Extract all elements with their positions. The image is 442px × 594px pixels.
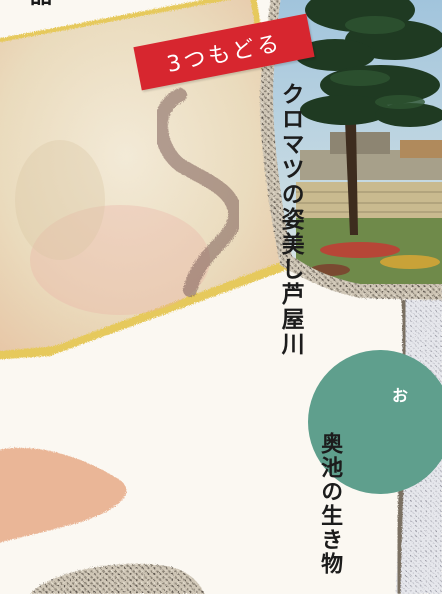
caption-okuike: 奥池の生き物 <box>317 432 344 576</box>
hotspot-o-label[interactable]: お <box>392 386 409 405</box>
pine-tree-photo <box>260 0 442 300</box>
pond-circle[interactable] <box>308 350 442 494</box>
caption-kuromatsu: クロマツの姿美し芦屋川 <box>277 82 305 357</box>
gravel-edge <box>30 563 205 594</box>
parchment-map <box>0 0 300 360</box>
corner-glyph: 品 <box>30 0 52 8</box>
orange-wash <box>0 447 127 543</box>
